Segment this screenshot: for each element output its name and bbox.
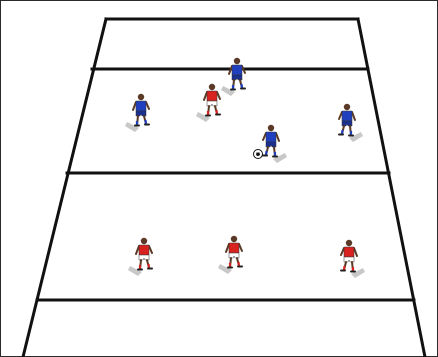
player-shirt [344,247,354,257]
player-boots [228,267,242,268]
player-shirt [136,101,146,111]
player-shirt [232,65,242,75]
player-boots [231,89,245,90]
player-shirt [207,91,217,101]
player-red-2 [128,238,152,276]
player-boots [263,156,277,157]
player-head [344,104,350,110]
player-blue-2 [125,94,149,132]
player-shirt [342,111,352,121]
player-head [268,125,274,131]
player-boots [206,115,220,116]
player-blue-3 [263,125,287,163]
player-red-3 [218,236,242,274]
player-head [138,94,144,100]
player-red-1 [196,84,220,122]
player-blue-1 [221,58,245,96]
player-head [141,238,147,244]
players-layer [125,58,365,278]
player-shirt [266,132,276,142]
player-head [231,236,237,242]
player-boots [341,271,355,272]
player-head [209,84,215,90]
player-boots [138,269,152,270]
player-boots [135,125,149,126]
player-shirt [139,245,149,255]
player-red-4 [341,240,365,278]
player-shirt [229,243,239,253]
player-boots [339,135,353,136]
soccer-ball-icon [254,150,263,159]
player-head [234,58,240,64]
player-blue-4 [339,104,363,142]
player-head [346,240,352,246]
